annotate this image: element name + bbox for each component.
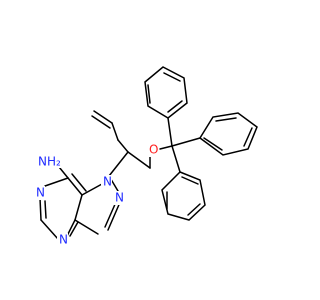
ch-bond-to-ch2 — [127, 151, 151, 169]
phenyl-top-double-2 — [163, 72, 181, 82]
phenyl-right-outline — [198, 112, 258, 156]
ch-bond-to-n7 — [108, 151, 129, 177]
amine-mask — [36, 154, 66, 168]
o-bond-to-trityl — [159, 145, 173, 150]
amine-label: NH₂ — [38, 155, 61, 169]
n-imidazole-other-label: N — [115, 191, 124, 205]
n-pyrimidine-top-mask — [34, 186, 45, 200]
n-pyrimidine-bottom-label: N — [59, 233, 68, 247]
atom-labels: NH₂ N N N N O — [34, 143, 159, 247]
phenyl-ring-right — [198, 112, 258, 156]
c4-c5-bond — [74, 194, 83, 221]
structure-canvas: NH₂ N N N N O — [34, 66, 258, 247]
phenyl-right-double-1 — [215, 117, 237, 122]
n1-c2-double — [44, 200, 47, 219]
ether-chain — [108, 145, 173, 177]
n-pyrimidine-bottom-mask — [57, 233, 68, 247]
trityl-bond-right — [171, 137, 201, 147]
phenyl-top-outline — [144, 66, 188, 119]
n-pyrimidine-top-label: N — [36, 186, 45, 200]
phenyl-bottom-double-2 — [187, 203, 201, 216]
n-imidazole-bonded-label: N — [103, 175, 112, 189]
phenyl-ring-bottom — [161, 171, 206, 221]
chemical-structure-diagram: NH₂ N N N N O — [34, 66, 258, 247]
n1-c2-bond — [39, 197, 42, 221]
n-imidazole-bonded-mask — [101, 175, 112, 189]
c5-n7-bond — [81, 183, 103, 196]
trityl-bond-top — [167, 117, 173, 147]
allyl-chain — [91, 110, 129, 153]
trityl-bond-bottom — [171, 145, 181, 173]
phenyl-bottom-outline — [161, 171, 206, 221]
phenyl-right-double-3 — [203, 137, 223, 151]
trityl-bonds — [167, 117, 201, 173]
c2-n3-bond — [40, 219, 59, 240]
phenyl-bottom-double-1 — [181, 176, 199, 185]
phenyl-top-double-1 — [147, 84, 151, 104]
phenyl-right-double-2 — [243, 127, 253, 147]
c5-c6-bond — [67, 177, 83, 196]
vinyl-double-bond-a — [91, 115, 111, 129]
allyl-bond-1 — [111, 122, 119, 141]
n9-c4-bond — [74, 219, 99, 235]
c6-n1-bond — [44, 177, 69, 187]
c5-c6-double — [71, 173, 87, 192]
n3-c4-double — [69, 221, 79, 237]
n-imidazole-other-mask — [113, 191, 124, 205]
allyl-bond-2 — [117, 139, 129, 153]
phenyl-ring-top — [144, 66, 188, 119]
oxygen-mask — [147, 143, 159, 157]
oxygen-label: O — [149, 143, 158, 157]
phenyl-top-double-3 — [167, 100, 183, 113]
vinyl-double-bond-b — [93, 110, 113, 124]
c8-n9-bond-b — [104, 201, 117, 228]
